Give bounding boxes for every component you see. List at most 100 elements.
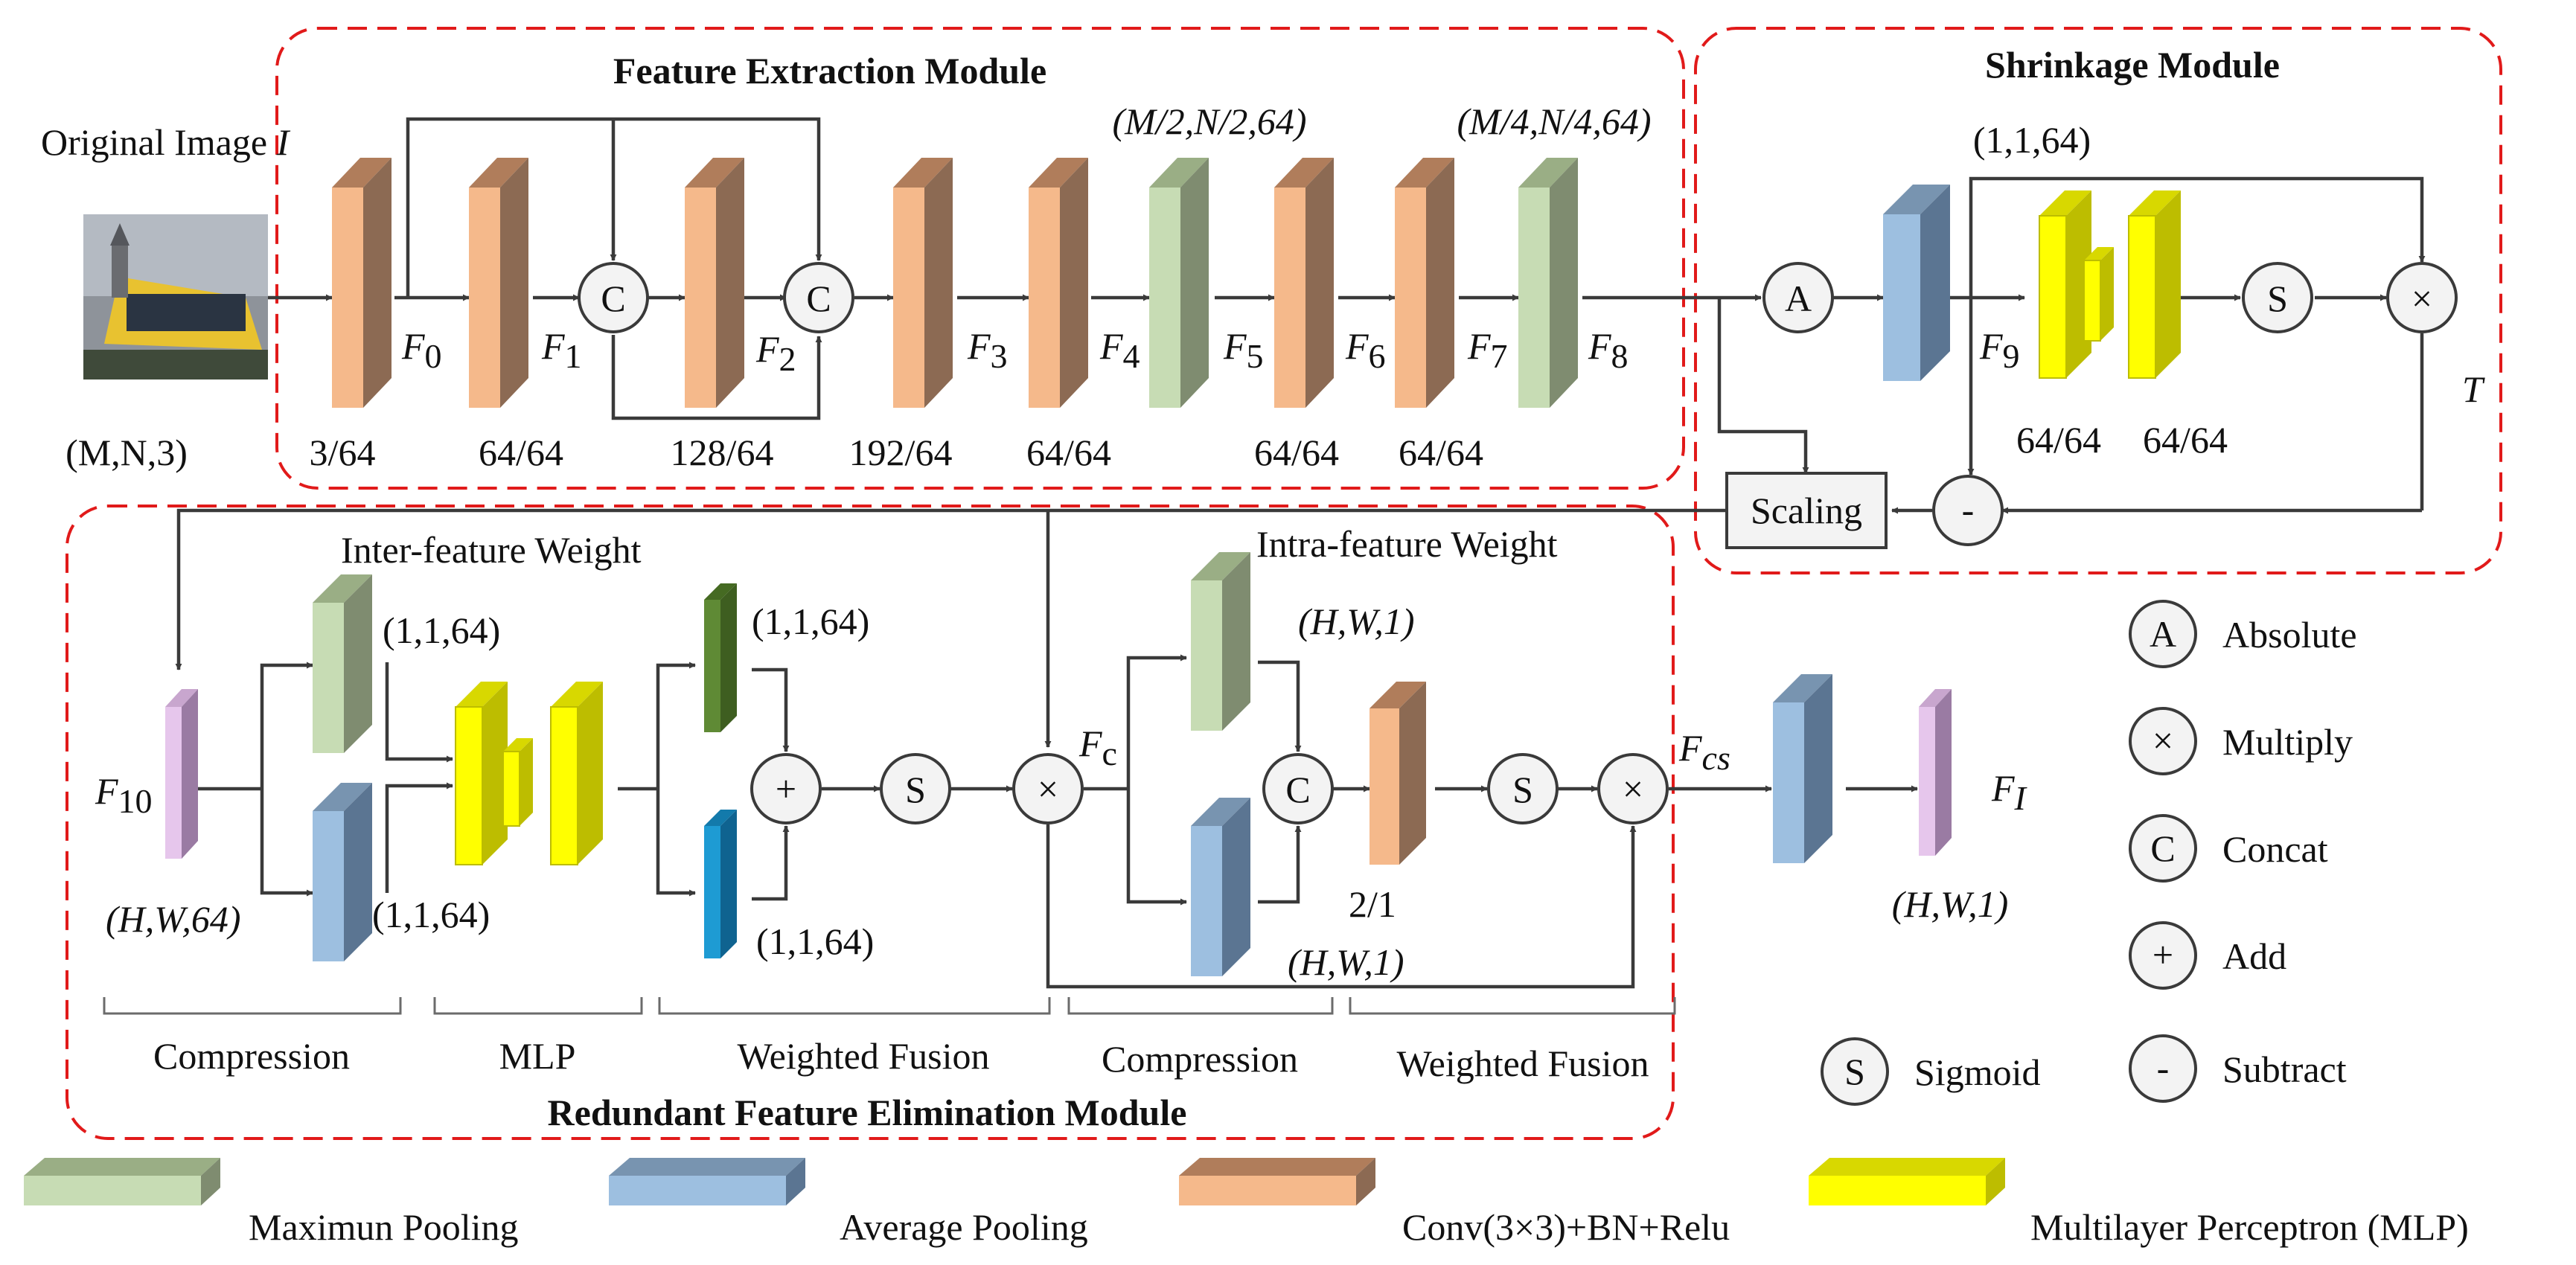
svg-text:+: + xyxy=(776,768,796,810)
label-f4: F4 xyxy=(1099,325,1140,375)
inter-weight-avg xyxy=(704,810,737,958)
shape-m2: (M/2,N/2,64) xyxy=(1112,100,1306,142)
stage-compression-2: Compression xyxy=(1102,1038,1298,1080)
multiply-op-shrink: × xyxy=(2386,262,2458,333)
avg-pool-inter xyxy=(313,783,372,961)
label-fc: Fc xyxy=(1078,723,1117,772)
subtract-op: - xyxy=(1932,475,2004,546)
redundant-title: Redundant Feature Elimination Module xyxy=(548,1092,1187,1133)
legend-avg-pool: Average Pooling xyxy=(609,1158,1088,1248)
inter-weight-max xyxy=(704,583,737,732)
svg-text:S: S xyxy=(2267,278,2288,319)
label-f0: F0 xyxy=(401,325,442,375)
svg-text:Maximun Pooling: Maximun Pooling xyxy=(249,1206,519,1248)
shape-111-shrink: (1,1,64) xyxy=(1973,119,2091,161)
label-f3: F3 xyxy=(967,325,1008,375)
label-f9: F9 xyxy=(1979,325,2020,375)
conv-block-6 xyxy=(1274,158,1334,408)
shape-hw1-out: (H,W,1) xyxy=(1892,883,2008,925)
shrinkage-module-box xyxy=(1694,27,2502,574)
multiply-op-rfe2: × xyxy=(1597,753,1669,824)
svg-text:S: S xyxy=(905,769,926,810)
legend-mlp: Multilayer Perceptron (MLP) xyxy=(1809,1158,2469,1248)
rfe-lines xyxy=(198,654,1918,989)
label-f5: F5 xyxy=(1223,325,1264,375)
svg-text:C: C xyxy=(1285,769,1310,810)
svg-text:A: A xyxy=(1785,278,1812,319)
avg-pool-out xyxy=(1773,674,1832,863)
svg-text:Add: Add xyxy=(2222,935,2286,977)
concat-op-rfe: C xyxy=(1262,753,1334,824)
svg-text:Conv(3×3)+BN+Relu: Conv(3×3)+BN+Relu xyxy=(1402,1206,1730,1248)
shape-111-inter2: (1,1,64) xyxy=(372,894,490,935)
svg-text:-: - xyxy=(2157,1047,2170,1089)
svg-text:Sigmoid: Sigmoid xyxy=(1914,1051,2040,1093)
svg-text:C: C xyxy=(2150,827,2175,869)
channels-3: 128/64 xyxy=(671,432,774,473)
channels-5: 64/64 xyxy=(1026,432,1111,473)
legend-max-pool: Maximun Pooling xyxy=(24,1158,519,1248)
stage-mlp: MLP xyxy=(499,1035,576,1077)
conv-block-4 xyxy=(893,158,953,408)
multiply-op-rfe1: × xyxy=(1012,753,1084,824)
svg-text:+: + xyxy=(2152,934,2173,976)
svg-text:Scaling: Scaling xyxy=(1751,490,1862,531)
scaling-box: Scaling xyxy=(1725,472,1888,549)
sigmoid-op-rfe2: S xyxy=(1487,753,1559,824)
legend-conv: Conv(3×3)+BN+Relu xyxy=(1179,1158,1730,1248)
label-f10: F10 xyxy=(95,770,153,820)
channels-conv-small: 2/1 xyxy=(1349,883,1396,925)
max-pool-block-1 xyxy=(1149,158,1209,408)
channels-2: 64/64 xyxy=(479,432,563,473)
max-pool-inter xyxy=(313,574,372,753)
conv-block-rfe xyxy=(1370,682,1426,865)
svg-text:Absolute: Absolute xyxy=(2222,614,2357,656)
concat-op-1: C xyxy=(578,262,649,333)
channels-6: 64/64 xyxy=(1254,432,1339,473)
add-op: + xyxy=(750,753,822,824)
mlp-block-shrink xyxy=(2039,190,2181,379)
svg-text:Multiply: Multiply xyxy=(2222,721,2353,763)
label-fi: FI xyxy=(1991,767,2028,817)
avg-pool-shrink xyxy=(1883,185,1950,381)
max-pool-block-2 xyxy=(1518,158,1578,408)
label-f2: F2 xyxy=(755,328,796,378)
shape-m4: (M/4,N/4,64) xyxy=(1457,100,1651,142)
stage-fusion-1: Weighted Fusion xyxy=(737,1035,989,1077)
input-label: Original Image I xyxy=(41,121,291,163)
shape-hw64: (H,W,64) xyxy=(106,898,240,940)
max-pool-intra xyxy=(1191,552,1250,731)
shrink-lines xyxy=(175,176,2426,748)
svg-text:×: × xyxy=(2152,720,2173,761)
conv-block-1 xyxy=(332,158,391,408)
svg-text:×: × xyxy=(1038,768,1058,810)
shape-111-w2: (1,1,64) xyxy=(756,920,874,962)
label-f1: F1 xyxy=(541,325,582,375)
stage-fusion-2: Weighted Fusion xyxy=(1396,1043,1649,1084)
label-f7: F7 xyxy=(1467,325,1508,375)
channels-mlp1: 64/64 xyxy=(2016,419,2101,461)
conv-block-3 xyxy=(685,158,744,408)
mlp-block-rfe xyxy=(455,682,603,865)
legend-add: + Add xyxy=(2129,921,2286,990)
svg-text:-: - xyxy=(1962,489,1975,531)
svg-text:C: C xyxy=(601,278,625,319)
svg-text:C: C xyxy=(806,278,831,319)
f10-feature-map xyxy=(165,689,198,859)
label-fcs: Fcs xyxy=(1678,727,1730,777)
conv-block-5 xyxy=(1029,158,1088,408)
feature-extraction-title: Feature Extraction Module xyxy=(613,50,1046,92)
svg-text:×: × xyxy=(1623,768,1643,810)
fi-feature-map xyxy=(1919,689,1952,856)
stage-braces xyxy=(103,997,1676,1015)
channels-mlp2: 64/64 xyxy=(2143,419,2228,461)
legend-multiply: × Multiply xyxy=(2129,707,2353,775)
svg-text:Concat: Concat xyxy=(2222,828,2328,870)
legend-subtract: -Subtract xyxy=(2129,1034,2347,1103)
channels-1: 3/64 xyxy=(310,432,376,473)
svg-text:Average Pooling: Average Pooling xyxy=(840,1206,1088,1248)
shape-111-w1: (1,1,64) xyxy=(752,601,869,642)
abs-op: A xyxy=(1762,262,1834,333)
